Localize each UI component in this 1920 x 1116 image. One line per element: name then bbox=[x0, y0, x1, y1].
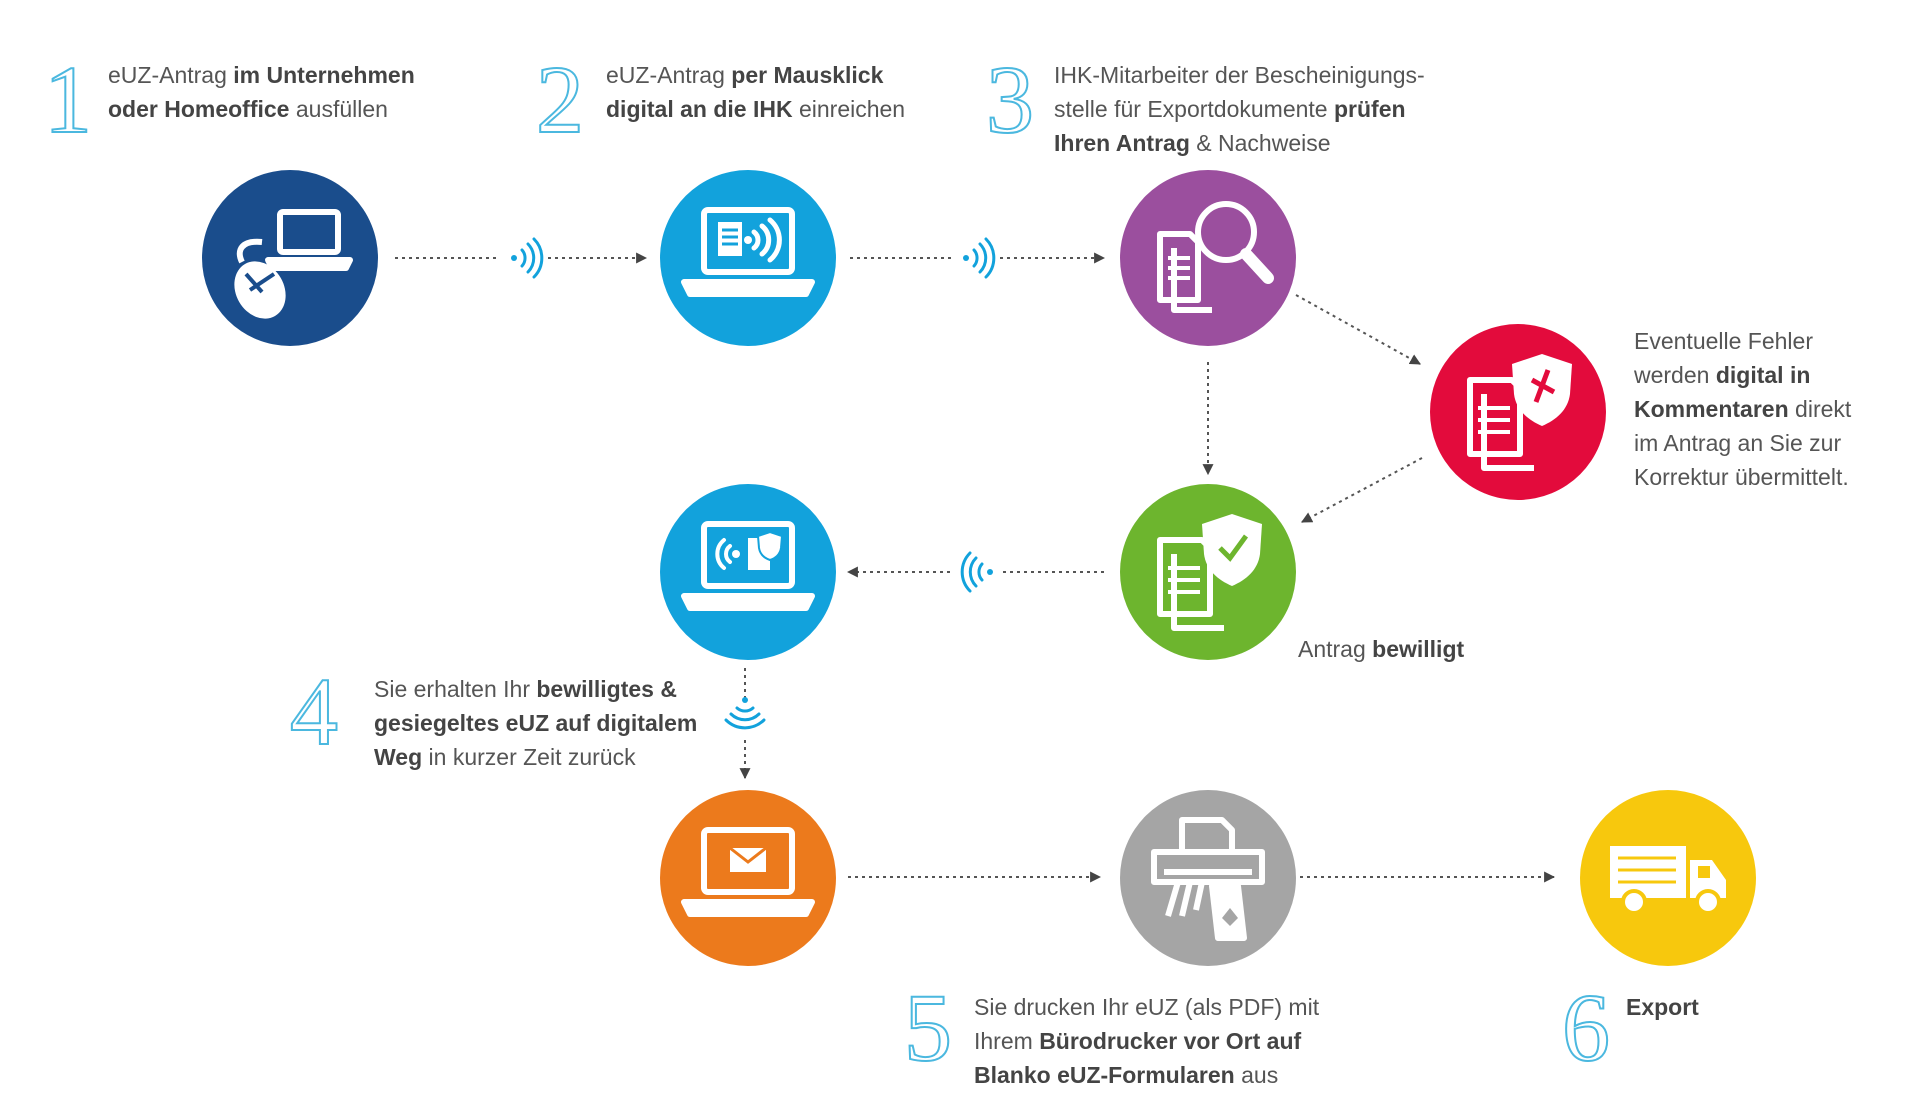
laptop-email-icon bbox=[660, 790, 836, 966]
wireless-signal-icon bbox=[960, 551, 993, 593]
step-4-number: 4 bbox=[289, 658, 339, 765]
text-line: Weg in kurzer Zeit zurück bbox=[374, 744, 636, 770]
text-line: Sie drucken Ihr eUZ (als PDF) mit bbox=[974, 994, 1320, 1020]
printer-icon bbox=[1120, 790, 1296, 966]
documents-shield-error-icon bbox=[1430, 324, 1606, 500]
approved-circle bbox=[1120, 484, 1296, 660]
text-line: digital an die IHK einreichen bbox=[606, 96, 906, 122]
text-line: im Antrag an Sie zur bbox=[1634, 430, 1842, 456]
step-4-text: Sie erhalten Ihr bewilligtes & gesiegelt… bbox=[374, 672, 754, 774]
step-6-number: 6 bbox=[1561, 974, 1611, 1081]
step-4-circle bbox=[660, 484, 836, 660]
wireless-signal-icon bbox=[724, 697, 766, 730]
wireless-signal-icon bbox=[963, 237, 996, 279]
text-line: Blanko eUZ-Formularen aus bbox=[974, 1062, 1279, 1088]
step-1-number: 1 bbox=[43, 46, 93, 153]
step-6-text: Export bbox=[1626, 990, 1826, 1024]
laptop-mouse-icon bbox=[202, 170, 378, 346]
step-2-circle bbox=[660, 170, 836, 346]
text-line: oder Homeoffice ausfüllen bbox=[108, 96, 388, 122]
laptop-receive-document-icon bbox=[660, 484, 836, 660]
connector-error-approved bbox=[1301, 457, 1423, 523]
step-3-circle bbox=[1120, 170, 1296, 346]
text-line: stelle für Exportdokumente prüfen bbox=[1054, 96, 1406, 122]
text-line: werden digital in bbox=[1634, 362, 1811, 388]
step-5-number: 5 bbox=[903, 974, 953, 1081]
truck-icon bbox=[1580, 790, 1756, 966]
step-6-circle bbox=[1580, 790, 1756, 966]
wireless-signal-icon bbox=[511, 237, 544, 279]
step-1-circle bbox=[202, 170, 378, 346]
approved-label: Antrag bewilligt bbox=[1298, 632, 1538, 666]
error-note-text: Eventuelle Fehler werden digital in Komm… bbox=[1634, 324, 1914, 494]
text-line: Eventuelle Fehler bbox=[1634, 328, 1813, 354]
documents-magnifier-icon bbox=[1120, 170, 1296, 346]
text-line: Ihren Antrag & Nachweise bbox=[1054, 130, 1331, 156]
text-line: Korrektur übermittelt. bbox=[1634, 464, 1849, 490]
step-2-text: eUZ-Antrag per Mausklick digital an die … bbox=[606, 58, 966, 126]
step-5-circle bbox=[1120, 790, 1296, 966]
step-2-number: 2 bbox=[535, 46, 585, 153]
connector-3-error bbox=[1295, 294, 1421, 365]
step-3-number: 3 bbox=[985, 46, 1035, 153]
text-line: IHK-Mitarbeiter der Bescheinigungs- bbox=[1054, 62, 1425, 88]
email-circle bbox=[660, 790, 836, 966]
text-line: Antrag bewilligt bbox=[1298, 636, 1465, 662]
documents-shield-check-icon bbox=[1120, 484, 1296, 660]
text-line: Export bbox=[1626, 994, 1699, 1020]
error-circle bbox=[1430, 324, 1606, 500]
text-line: Sie erhalten Ihr bewilligtes & bbox=[374, 676, 677, 702]
text-line: gesiegeltes eUZ auf digitalem bbox=[374, 710, 698, 736]
laptop-send-document-icon bbox=[660, 170, 836, 346]
step-5-text: Sie drucken Ihr eUZ (als PDF) mit Ihrem … bbox=[974, 990, 1414, 1092]
text-line: Kommentaren direkt bbox=[1634, 396, 1852, 422]
text-line: eUZ-Antrag im Unternehmen bbox=[108, 62, 415, 88]
step-3-text: IHK-Mitarbeiter der Bescheinigungs- stel… bbox=[1054, 58, 1494, 160]
text-line: Ihrem Bürodrucker vor Ort auf bbox=[974, 1028, 1302, 1054]
text-line: eUZ-Antrag per Mausklick bbox=[606, 62, 884, 88]
step-1-text: eUZ-Antrag im Unternehmen oder Homeoffic… bbox=[108, 58, 468, 126]
